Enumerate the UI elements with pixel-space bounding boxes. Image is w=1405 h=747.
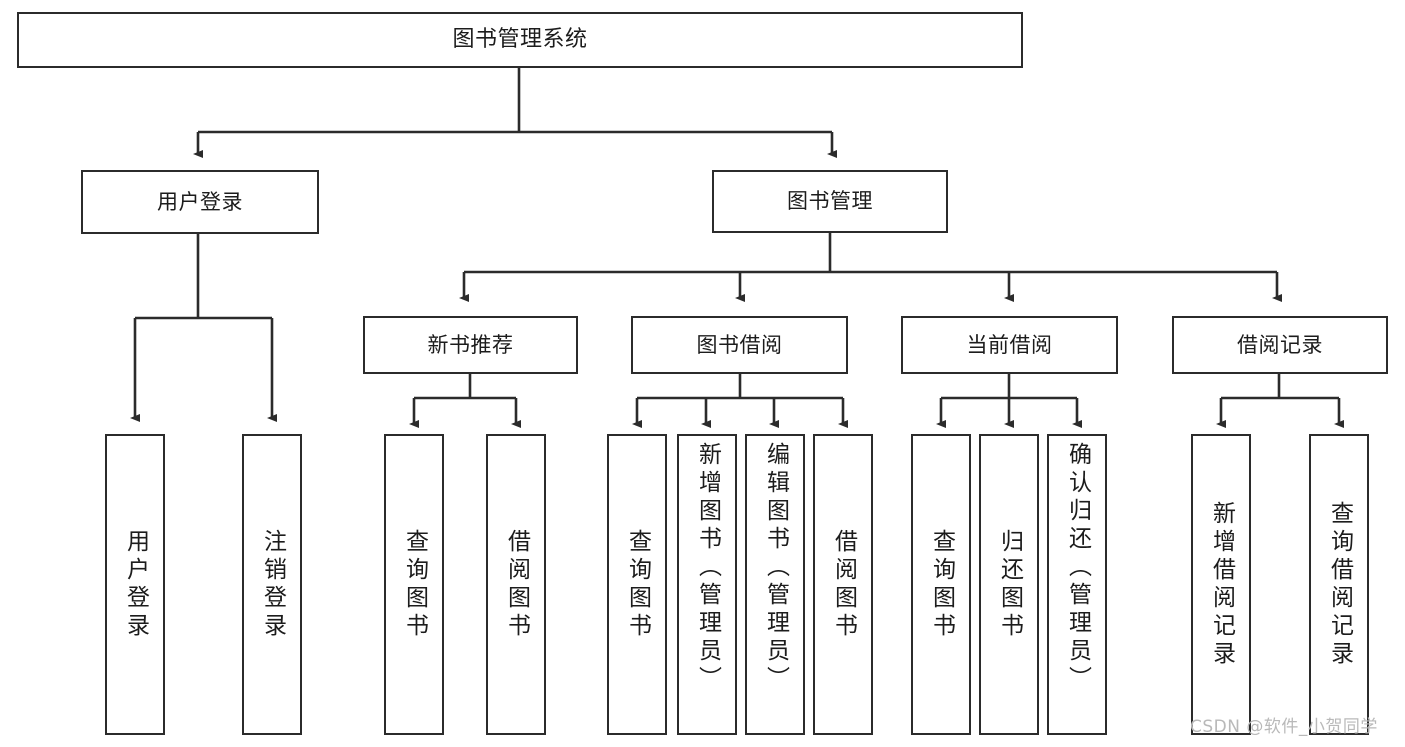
node-root-label: 图书管理系统 — [452, 27, 588, 53]
node-leaf-user-login[interactable]: 用户登录 — [105, 434, 165, 735]
node-leaf-add-record-label: 新增借阅记录 — [1208, 500, 1235, 669]
node-current-borrow-label: 当前借阅 — [966, 332, 1053, 357]
node-leaf-edit-book[interactable]: 编辑图书（管理员） — [745, 434, 805, 735]
node-leaf-add-book-label: 新增图书（管理员） — [694, 442, 721, 694]
node-new-book-rec-label: 新书推荐 — [427, 332, 514, 357]
node-leaf-borrow-book-2-label: 借阅图书 — [830, 528, 857, 641]
node-leaf-query-record[interactable]: 查询借阅记录 — [1309, 434, 1369, 735]
node-leaf-add-book[interactable]: 新增图书（管理员） — [677, 434, 737, 735]
node-leaf-return-book[interactable]: 归还图书 — [979, 434, 1039, 735]
csdn-watermark: CSDN @软件_小贺同学 — [1190, 717, 1378, 737]
node-borrow-record-label: 借阅记录 — [1237, 332, 1323, 357]
node-book-manage-label: 图书管理 — [787, 189, 873, 214]
node-user-login[interactable]: 用户登录 — [81, 170, 319, 234]
node-leaf-edit-book-label: 编辑图书（管理员） — [762, 442, 789, 694]
node-new-book-rec[interactable]: 新书推荐 — [363, 316, 578, 374]
node-borrow-record[interactable]: 借阅记录 — [1172, 316, 1388, 374]
node-leaf-query-book-3-label: 查询图书 — [928, 528, 955, 641]
node-leaf-query-book-1[interactable]: 查询图书 — [384, 434, 444, 735]
node-leaf-borrow-book-1-label: 借阅图书 — [503, 528, 530, 641]
node-user-login-label: 用户登录 — [157, 189, 243, 214]
node-leaf-add-record[interactable]: 新增借阅记录 — [1191, 434, 1251, 735]
node-leaf-borrow-book-2[interactable]: 借阅图书 — [813, 434, 873, 735]
node-leaf-confirm-return-label: 确认归还（管理员） — [1064, 442, 1091, 694]
node-root[interactable]: 图书管理系统 — [17, 12, 1023, 68]
node-leaf-logout-label: 注销登录 — [259, 528, 286, 641]
node-current-borrow[interactable]: 当前借阅 — [901, 316, 1118, 374]
node-leaf-query-book-2[interactable]: 查询图书 — [607, 434, 667, 735]
node-leaf-borrow-book-1[interactable]: 借阅图书 — [486, 434, 546, 735]
node-leaf-confirm-return[interactable]: 确认归还（管理员） — [1047, 434, 1107, 735]
node-leaf-return-book-label: 归还图书 — [996, 528, 1023, 641]
node-book-manage[interactable]: 图书管理 — [712, 170, 948, 233]
node-leaf-query-book-2-label: 查询图书 — [624, 528, 651, 641]
node-leaf-query-book-3[interactable]: 查询图书 — [911, 434, 971, 735]
node-leaf-logout[interactable]: 注销登录 — [242, 434, 302, 735]
node-book-borrow-label: 图书借阅 — [696, 332, 783, 357]
node-leaf-query-record-label: 查询借阅记录 — [1326, 500, 1353, 669]
node-leaf-user-login-label: 用户登录 — [122, 528, 149, 641]
node-book-borrow[interactable]: 图书借阅 — [631, 316, 848, 374]
node-leaf-query-book-1-label: 查询图书 — [401, 528, 428, 641]
